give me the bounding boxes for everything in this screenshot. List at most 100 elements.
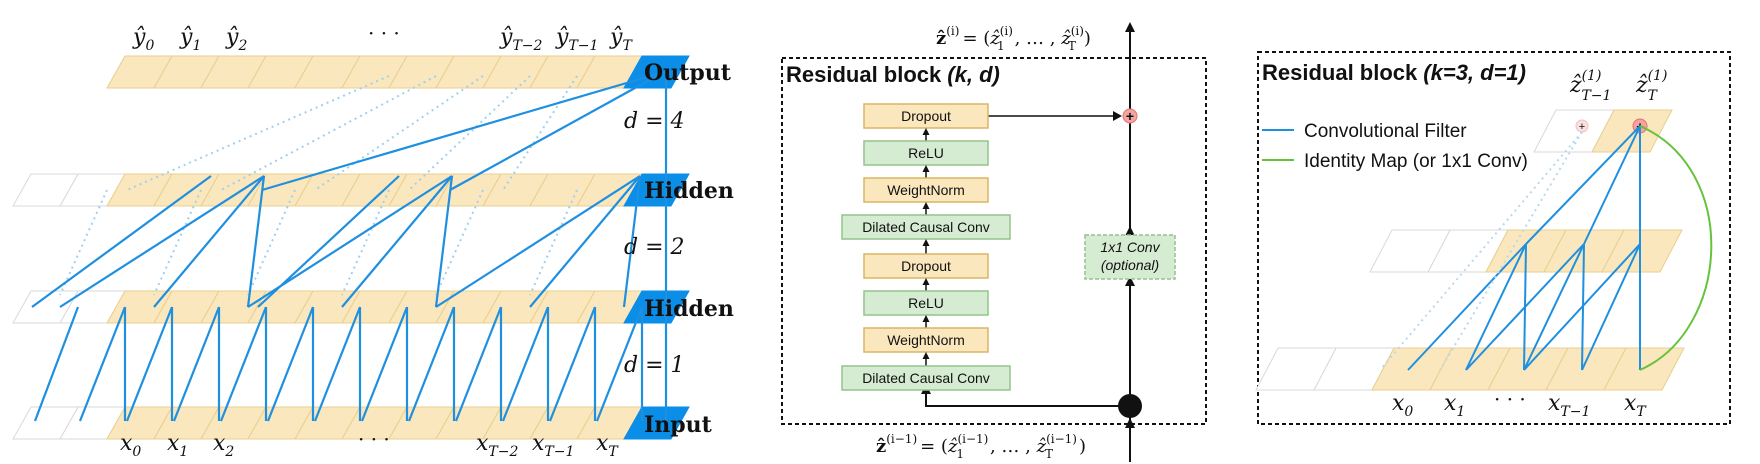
layer-cells bbox=[12, 55, 690, 440]
stack-layer-label: WeightNorm bbox=[887, 332, 965, 348]
output-label-t-1: ŷT−1 bbox=[555, 25, 598, 54]
stack-layer-box bbox=[841, 365, 1011, 391]
hidden2-conv-edge bbox=[529, 175, 641, 308]
output-labels: ŷ0 ŷ1 ŷ2 · · · ŷT−2 ŷT−1 ŷT bbox=[132, 21, 633, 54]
example-layer-cells: ++ bbox=[1255, 109, 1685, 391]
output-arrow-head bbox=[1125, 22, 1135, 32]
out-dotted-edge bbox=[126, 75, 390, 191]
stack-layer-label: Dropout bbox=[901, 258, 951, 274]
stack-arrow-head bbox=[922, 165, 930, 172]
middle-conv-edge bbox=[1465, 243, 1527, 371]
out-conv-edge bbox=[261, 70, 665, 192]
example-block-title: Residual block(k=3, d=1) bbox=[1262, 60, 1526, 85]
hidden1-conv-edge bbox=[360, 306, 409, 422]
hidden2-conv-edge bbox=[246, 175, 266, 308]
sum-node bbox=[1122, 108, 1138, 124]
hidden1-conv-edge bbox=[78, 306, 127, 422]
hidden1-conv-edge bbox=[219, 306, 268, 422]
sum-arrow-head bbox=[1113, 111, 1122, 121]
stack-layer-label: Dilated Causal Conv bbox=[862, 370, 990, 386]
conv-1x1-optional-label: (optional) bbox=[1101, 257, 1159, 273]
stack-layer-box bbox=[863, 177, 989, 203]
example-input-t-1: xT−1 bbox=[1548, 391, 1590, 420]
top-label-t: ẑ(1)T bbox=[1635, 68, 1667, 104]
block-output-equation: ẑ(i)= (ẑ(i)1, … , ẑ(i)T) bbox=[936, 24, 1091, 53]
example-top-cell bbox=[1591, 109, 1673, 153]
hidden2-conv-edge bbox=[257, 175, 400, 308]
conv-1x1-box bbox=[1084, 234, 1176, 280]
layer-labels: Output Hidden Hidden Input d = 4 d = 2 d… bbox=[624, 60, 734, 438]
hidden2-dotted-edge bbox=[247, 189, 296, 296]
input-label-t-2: xT−2 bbox=[476, 431, 518, 460]
stack-arrow-head bbox=[922, 278, 930, 285]
example-connections bbox=[1379, 125, 1713, 371]
stack-arrow-head bbox=[922, 128, 930, 135]
hidden1-conv-edge bbox=[501, 306, 550, 422]
example-input-t: xT bbox=[1624, 391, 1647, 420]
example-block-border bbox=[1257, 51, 1731, 425]
output-label-1: ŷ1 bbox=[179, 25, 201, 54]
top-conv-edge bbox=[1583, 125, 1641, 245]
stack-layer-label: ReLU bbox=[908, 295, 944, 311]
example-middle-pad-cell bbox=[1369, 229, 1451, 273]
layer-label-output: Output bbox=[644, 60, 732, 86]
residual-block-panel: Residual block(k, d) ẑ(i)= (ẑ(i)1, … , ẑ… bbox=[781, 22, 1207, 462]
example-bottom-pad-cell bbox=[1255, 347, 1337, 391]
hidden2-conv-edge bbox=[435, 175, 641, 308]
out-dotted-edge bbox=[314, 75, 484, 191]
hidden2-dotted-edge bbox=[153, 189, 202, 296]
legend-identity-label: Identity Map (or 1x1 Conv) bbox=[1304, 151, 1528, 172]
hidden2-dotted-edge bbox=[341, 189, 390, 296]
dotted-connections bbox=[59, 75, 578, 296]
layer-label-hidden-2: Hidden bbox=[644, 178, 734, 204]
input-pad-cell bbox=[12, 406, 79, 440]
conv-1x1-label: 1x1 Conv bbox=[1100, 239, 1160, 255]
example-input-ellipsis: · · · bbox=[1494, 387, 1526, 411]
out-dotted-edge bbox=[502, 75, 578, 191]
middle-conv-edge bbox=[1407, 243, 1527, 371]
residual-block-border bbox=[781, 57, 1207, 425]
input-label-t: xT bbox=[596, 431, 619, 460]
hidden2-dotted-edge bbox=[435, 189, 484, 296]
dilated-causal-conv-panel: Output Hidden Hidden Input d = 4 d = 2 d… bbox=[12, 21, 734, 460]
stack-arrow-head bbox=[922, 239, 930, 246]
hidden1-conv-edge bbox=[266, 306, 315, 422]
stack-arrow-head bbox=[922, 202, 930, 209]
hidden1-conv-edge bbox=[548, 306, 597, 422]
middle-conv-edge bbox=[1581, 243, 1641, 371]
faint-sum-plus: + bbox=[1579, 121, 1585, 133]
hidden2-conv-edge bbox=[622, 175, 642, 308]
out-conv-edge bbox=[449, 71, 665, 191]
identity-map-curve bbox=[1639, 125, 1713, 371]
input-label-0: x0 bbox=[120, 431, 141, 460]
top-conv-edge bbox=[1525, 125, 1641, 245]
output-label-t-2: ŷT−2 bbox=[499, 25, 543, 54]
hidden1-conv-edge bbox=[33, 306, 80, 422]
hidden1-conv-edge bbox=[172, 306, 221, 422]
input-label-2: x2 bbox=[213, 431, 234, 460]
output-label-0: ŷ0 bbox=[132, 25, 154, 54]
faint-dotted-edge bbox=[1439, 131, 1583, 371]
hidden1-conv-edge bbox=[313, 306, 362, 422]
hidden-2-pad-cell bbox=[12, 173, 79, 207]
stack-layer-label: ReLU bbox=[908, 145, 944, 161]
stack-arrow-head bbox=[922, 315, 930, 322]
hidden1-conv-edge bbox=[407, 306, 456, 422]
hidden2-dotted-edge bbox=[59, 189, 108, 296]
stack-layer-box bbox=[863, 253, 989, 279]
middle-conv-edge bbox=[1523, 243, 1641, 371]
middle-conv-edge bbox=[1523, 243, 1585, 371]
layer-label-hidden-1: Hidden bbox=[644, 296, 734, 322]
output-label-t: ŷT bbox=[609, 25, 633, 54]
hidden-1-final-cell bbox=[623, 290, 690, 324]
skip-arrow-head-lower bbox=[1125, 276, 1135, 286]
branch-line bbox=[925, 390, 1130, 407]
stack-layer-box bbox=[863, 290, 989, 316]
stack-arrow-head bbox=[922, 352, 930, 359]
input-final-cell bbox=[623, 406, 690, 440]
dilation-label-2: d = 2 bbox=[624, 235, 685, 260]
input-label-t-1: xT−1 bbox=[532, 431, 574, 460]
hidden2-conv-edge bbox=[341, 175, 453, 308]
input-labels: x0 x1 x2 · · · xT−2 xT−1 xT bbox=[120, 427, 619, 460]
